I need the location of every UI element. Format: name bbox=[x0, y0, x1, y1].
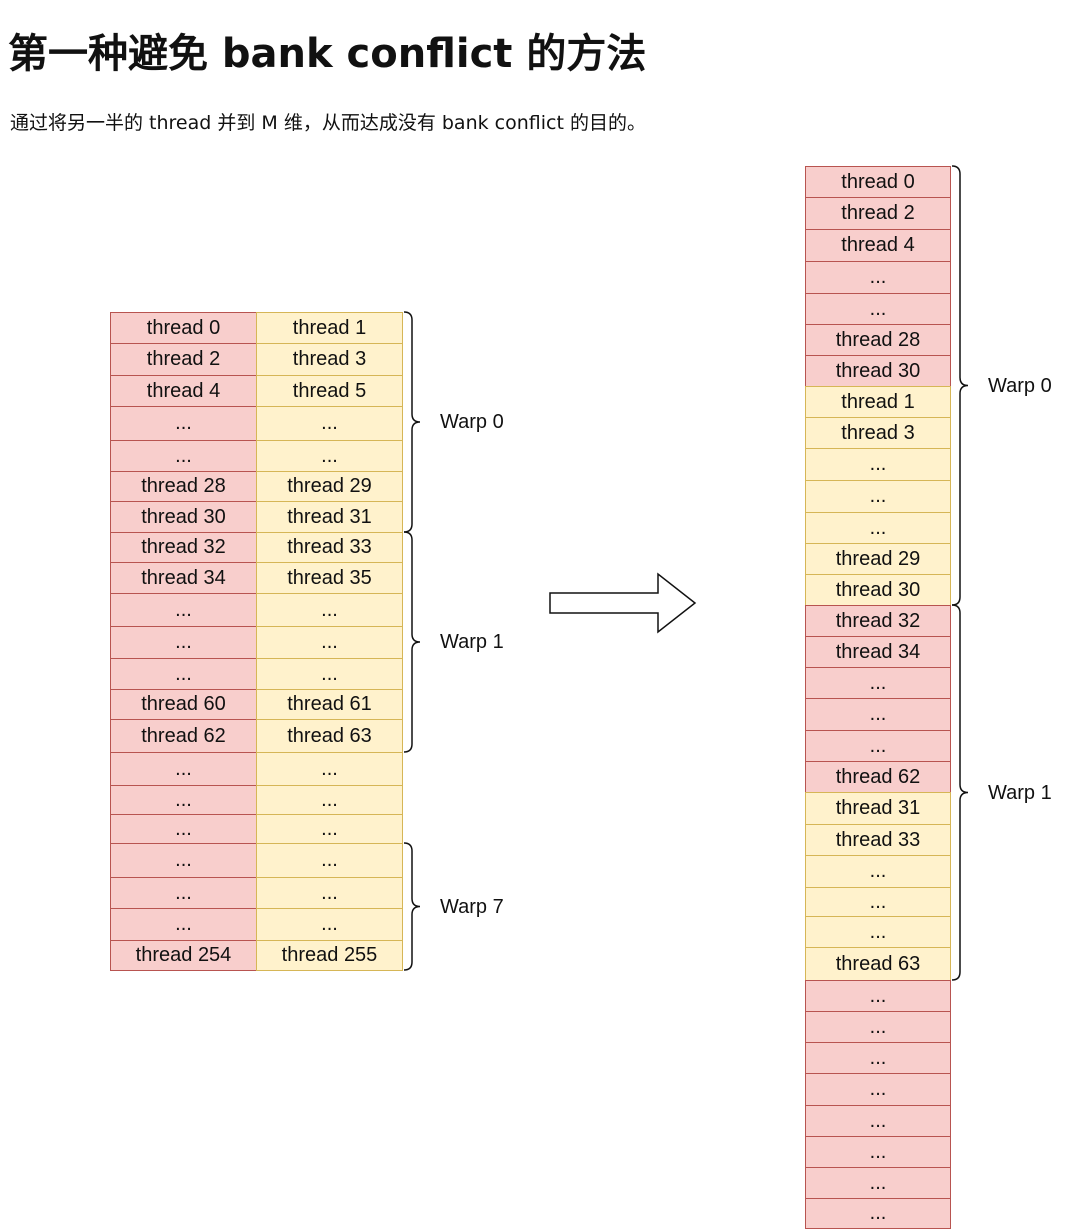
warp-label: Warp 0 bbox=[988, 374, 1052, 397]
right-thread-cell: ... bbox=[805, 1136, 951, 1168]
left-thread-cell: ... bbox=[110, 752, 257, 786]
left-thread-cell: ... bbox=[256, 626, 403, 659]
left-thread-cell: thread 5 bbox=[256, 375, 403, 407]
right-warp-brace bbox=[951, 604, 969, 981]
right-thread-cell: ... bbox=[805, 448, 951, 481]
left-thread-cell: ... bbox=[256, 877, 403, 909]
left-thread-cell: thread 2 bbox=[110, 343, 257, 376]
right-thread-cell: ... bbox=[805, 855, 951, 888]
left-thread-cell: ... bbox=[256, 658, 403, 690]
left-thread-cell: thread 60 bbox=[110, 689, 257, 720]
left-thread-cell: ... bbox=[256, 752, 403, 786]
left-thread-cell: ... bbox=[256, 593, 403, 627]
warp-label: Warp 7 bbox=[440, 895, 504, 918]
right-thread-cell: thread 33 bbox=[805, 824, 951, 856]
left-thread-cell: ... bbox=[110, 843, 257, 878]
right-thread-cell: ... bbox=[805, 480, 951, 513]
left-thread-cell: thread 62 bbox=[110, 719, 257, 753]
right-thread-cell: thread 62 bbox=[805, 761, 951, 793]
right-thread-cell: thread 32 bbox=[805, 605, 951, 637]
right-thread-cell: thread 34 bbox=[805, 636, 951, 668]
right-thread-cell: thread 4 bbox=[805, 229, 951, 262]
left-thread-cell: thread 254 bbox=[110, 940, 257, 971]
right-thread-cell: ... bbox=[805, 1105, 951, 1137]
warp-label: Warp 1 bbox=[988, 781, 1052, 804]
right-thread-cell: thread 29 bbox=[805, 543, 951, 575]
right-thread-cell: thread 1 bbox=[805, 386, 951, 418]
left-thread-cell: ... bbox=[256, 814, 403, 844]
left-thread-cell: thread 33 bbox=[256, 532, 403, 563]
warp-braces bbox=[403, 165, 969, 981]
right-thread-cell: ... bbox=[805, 1167, 951, 1199]
right-thread-cell: thread 30 bbox=[805, 355, 951, 387]
left-thread-cell: ... bbox=[110, 785, 257, 815]
right-arrow-icon bbox=[549, 572, 697, 634]
right-thread-cell: thread 30 bbox=[805, 574, 951, 606]
right-thread-cell: thread 3 bbox=[805, 417, 951, 449]
right-warp-brace bbox=[951, 165, 969, 606]
right-thread-cell: thread 2 bbox=[805, 197, 951, 230]
left-thread-cell: ... bbox=[110, 406, 257, 441]
left-warp-brace bbox=[403, 842, 421, 971]
left-warp-brace bbox=[403, 531, 421, 753]
right-thread-cell: ... bbox=[805, 667, 951, 699]
right-thread-cell: ... bbox=[805, 980, 951, 1012]
left-thread-cell: thread 4 bbox=[110, 375, 257, 407]
left-thread-cell: thread 61 bbox=[256, 689, 403, 720]
right-thread-cell: thread 63 bbox=[805, 947, 951, 981]
left-thread-cell: thread 255 bbox=[256, 940, 403, 971]
left-thread-cell: thread 31 bbox=[256, 501, 403, 533]
left-thread-cell: ... bbox=[256, 843, 403, 878]
left-thread-cell: ... bbox=[110, 593, 257, 627]
left-thread-cell: thread 35 bbox=[256, 562, 403, 594]
page-title: 第一种避免 bank conflict 的方法 bbox=[8, 31, 647, 77]
page-description: 通过将另一半的 thread 并到 M 维，从而达成没有 bank confli… bbox=[10, 112, 646, 134]
left-warp-brace bbox=[403, 311, 421, 533]
left-thread-cell: ... bbox=[256, 908, 403, 941]
right-thread-cell: ... bbox=[805, 261, 951, 294]
left-thread-cell: thread 63 bbox=[256, 719, 403, 753]
left-thread-cell: thread 30 bbox=[110, 501, 257, 533]
right-thread-cell: thread 31 bbox=[805, 792, 951, 825]
warp-label: Warp 0 bbox=[440, 411, 504, 433]
right-thread-cell: ... bbox=[805, 698, 951, 731]
right-thread-cell: thread 28 bbox=[805, 324, 951, 356]
left-thread-cell: thread 34 bbox=[110, 562, 257, 594]
left-thread-cell: ... bbox=[110, 877, 257, 909]
left-thread-cell: thread 28 bbox=[110, 471, 257, 502]
warp-label: Warp 1 bbox=[440, 631, 504, 653]
